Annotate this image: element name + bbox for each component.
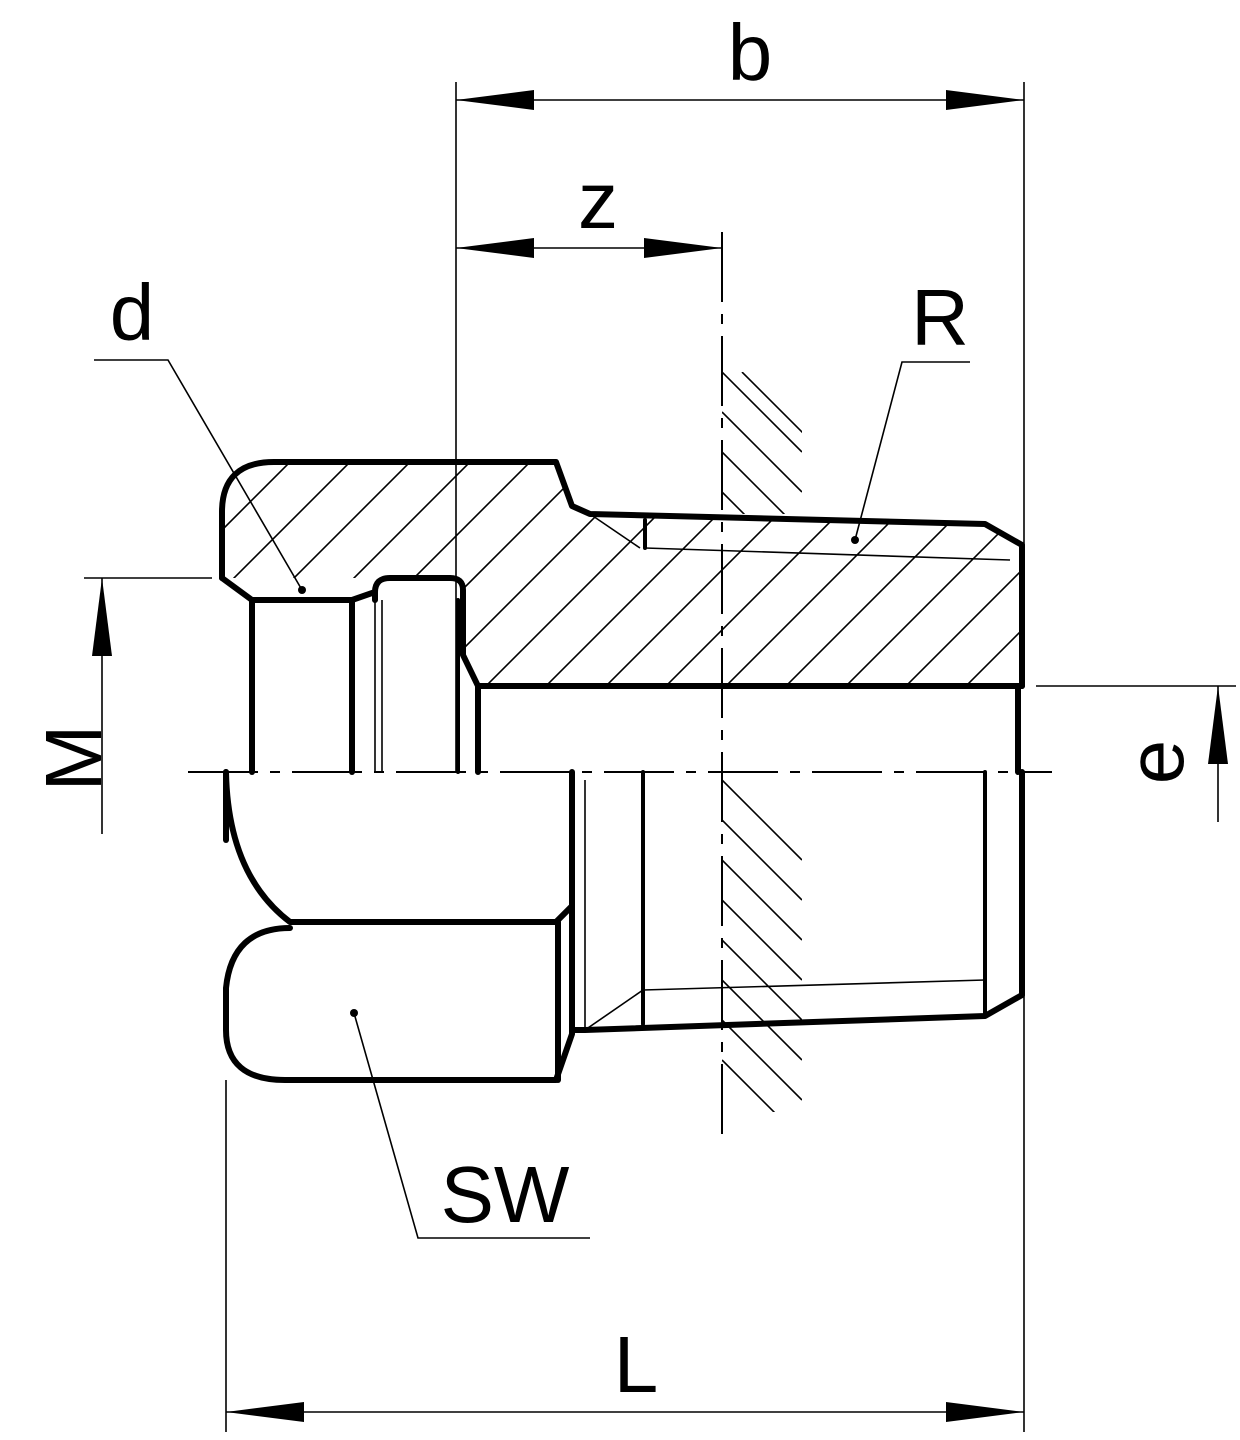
label-M: M <box>29 725 118 792</box>
label-b: b <box>728 8 773 97</box>
section-hatching <box>222 462 1022 686</box>
dimension-M: M <box>29 578 118 834</box>
section-outline <box>219 459 1025 775</box>
leader-SW: SW <box>350 1009 590 1239</box>
dimension-L: L <box>226 1320 1024 1422</box>
dimension-z: z <box>456 156 722 258</box>
label-d: d <box>110 268 155 357</box>
label-e: e <box>1111 740 1200 785</box>
label-L: L <box>614 1320 659 1409</box>
extension-lines <box>84 82 1236 1432</box>
leader-d: d <box>94 268 306 594</box>
label-z: z <box>578 156 618 245</box>
label-SW: SW <box>441 1150 570 1239</box>
wall-hatching <box>722 372 802 1112</box>
dimension-b: b <box>456 8 1024 110</box>
leader-R: R <box>851 273 970 544</box>
label-R: R <box>911 273 969 362</box>
dimension-e: e <box>1111 686 1228 822</box>
exterior-outline <box>223 769 1025 1083</box>
